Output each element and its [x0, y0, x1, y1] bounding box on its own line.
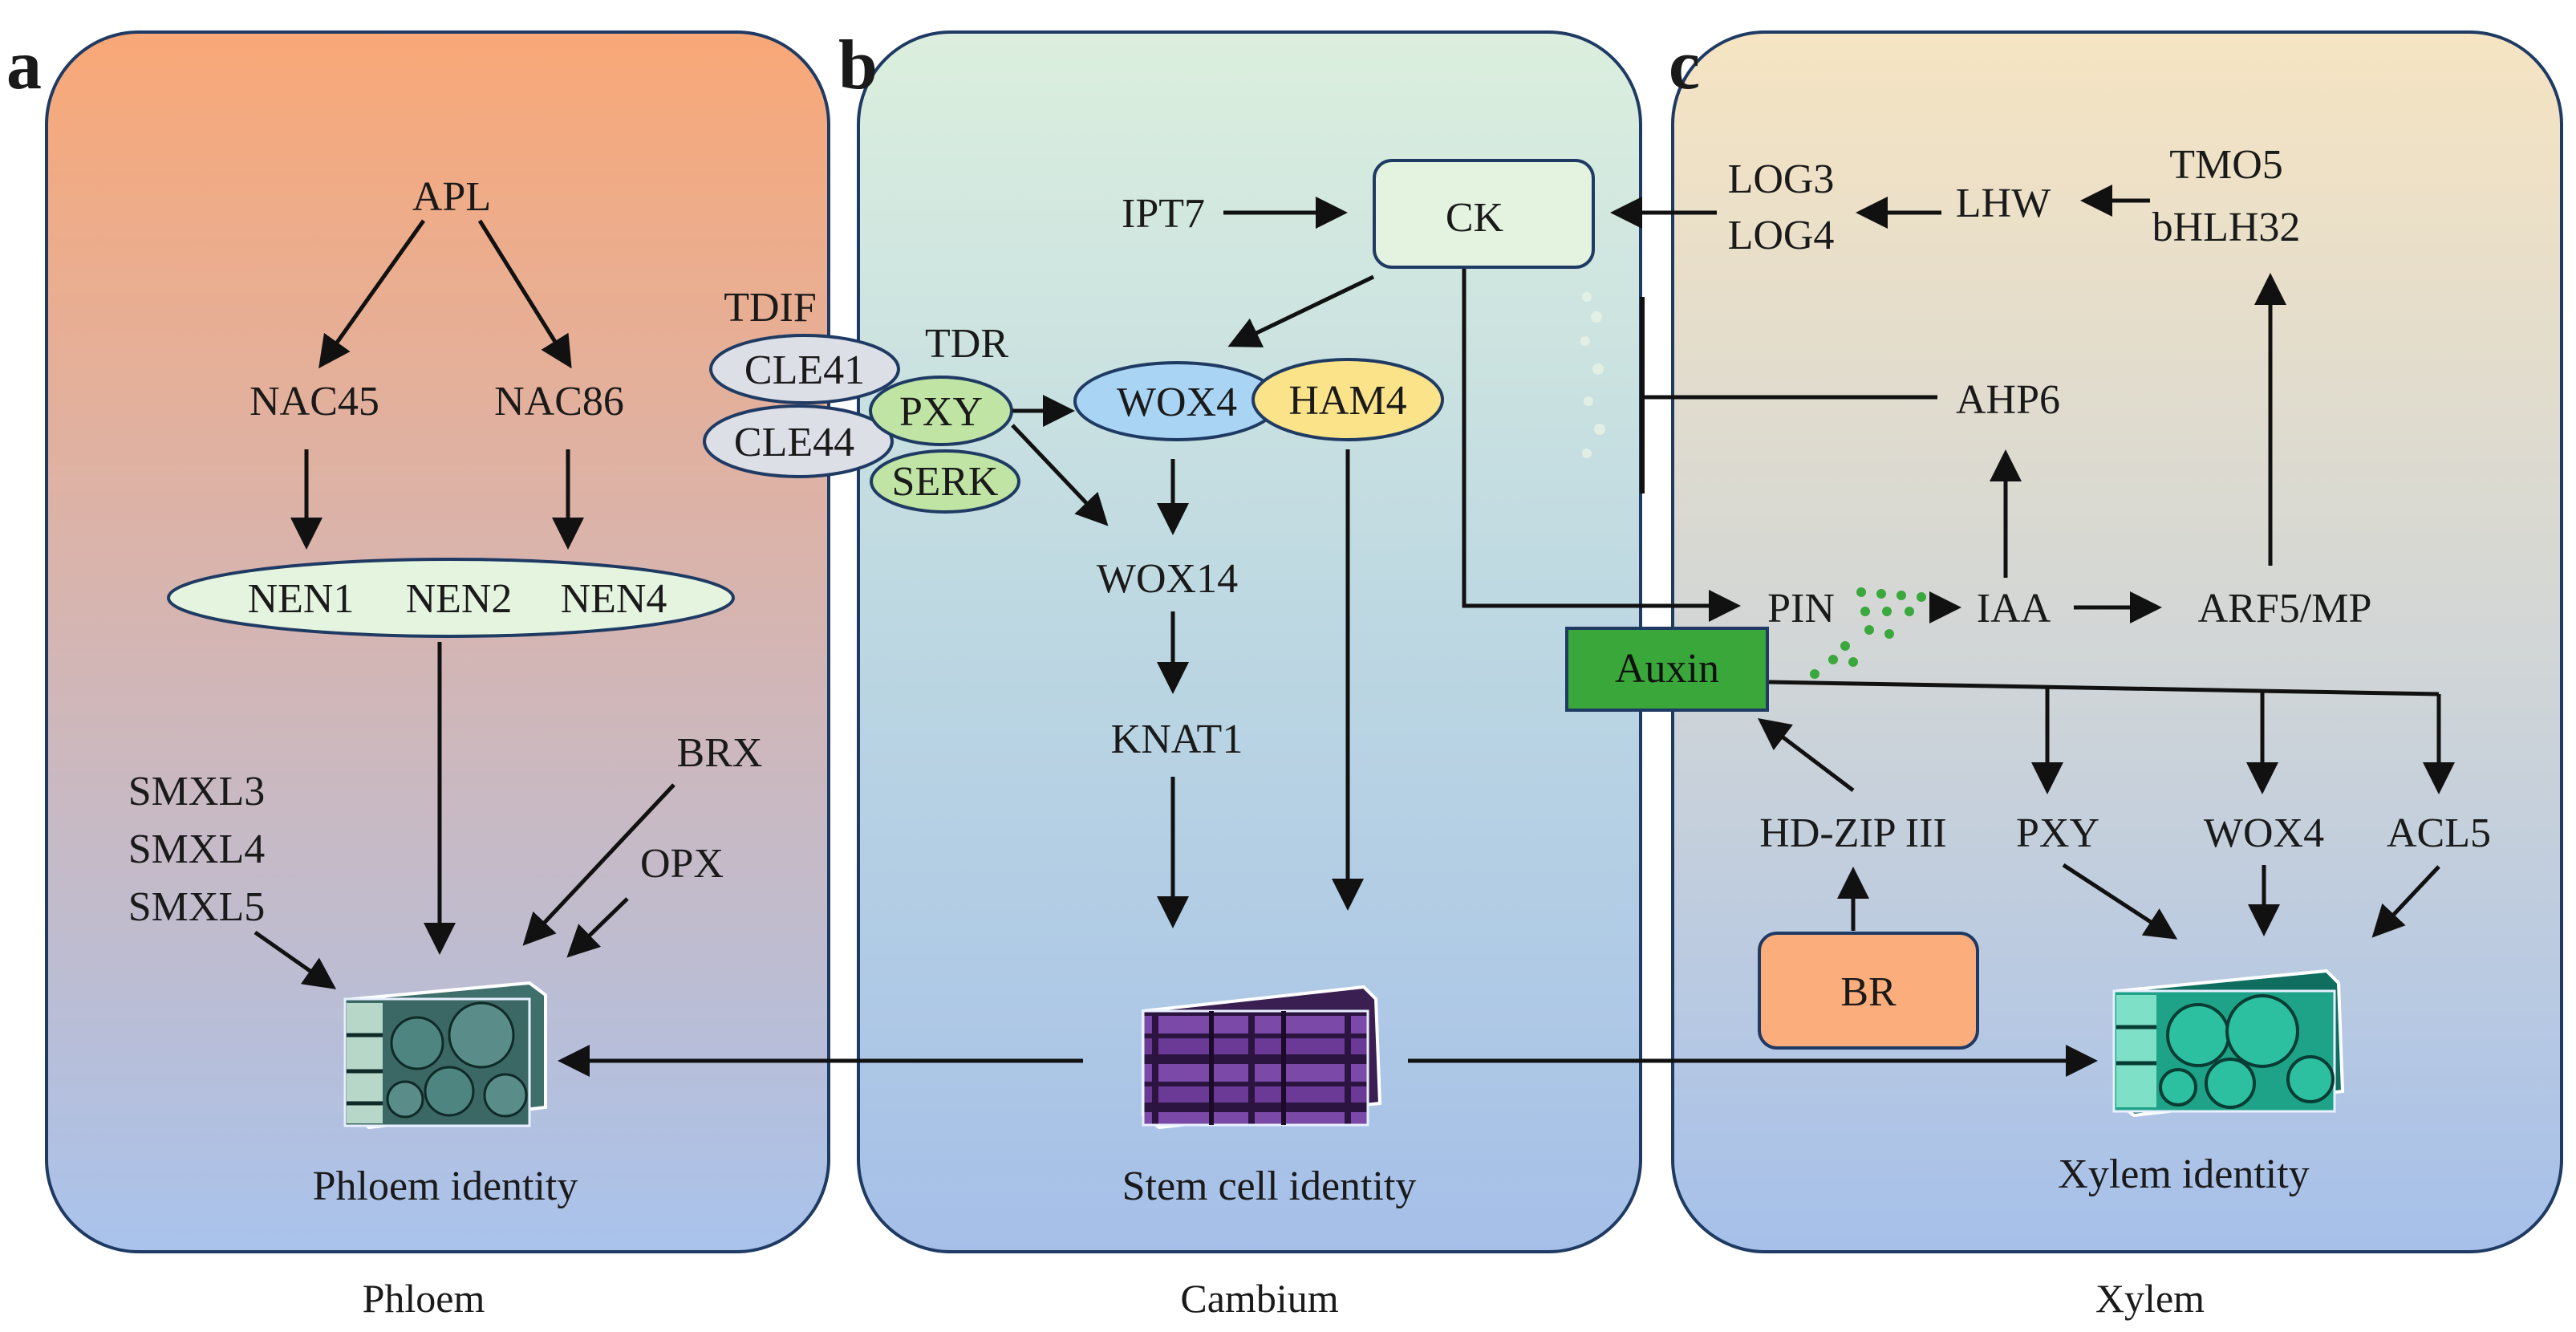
ham4-ellipse	[1251, 358, 1444, 441]
node-nen1: NEN1	[248, 576, 355, 622]
node-ipt7: IPT7	[1122, 191, 1205, 237]
node-brx: BRX	[677, 730, 763, 776]
edge-ck-pin	[1462, 269, 1741, 622]
node-ahp6: AHP6	[1956, 377, 2060, 423]
node-nen4: NEN4	[561, 576, 667, 622]
panel-letter-b: b	[838, 26, 878, 104]
edge-ck-wox4	[1227, 274, 1375, 347]
node-pin: PIN	[1767, 586, 1835, 631]
node-wox14: WOX14	[1097, 556, 1238, 602]
panel-letter-a: a	[6, 26, 42, 104]
node-wox4-c: WOX4	[2204, 810, 2324, 856]
stem-cell-identity-label: Stem cell identity	[1122, 1163, 1417, 1209]
edge-opx-phloem	[566, 897, 629, 958]
node-tdr: TDR	[925, 321, 1008, 367]
node-ham4: HAM4	[1288, 378, 1406, 424]
node-knat1: KNAT1	[1111, 717, 1243, 762]
node-nac86: NAC86	[494, 379, 624, 424]
node-pxy-c: PXY	[2016, 810, 2099, 856]
node-auxin: Auxin	[1615, 646, 1719, 692]
auxin-box	[1565, 627, 1769, 712]
node-cle44: CLE44	[734, 420, 854, 465]
cle44-ellipse	[703, 404, 894, 478]
auxin-flux-dots	[1810, 587, 1926, 679]
node-tmo5: TMO5	[2169, 142, 2283, 188]
region-label-cambium: Cambium	[1180, 1276, 1338, 1321]
xylem-tissue-image	[2112, 969, 2345, 1118]
edge-pxy-wox14	[1011, 424, 1109, 526]
node-arf5: ARF5/MP	[2198, 586, 2372, 631]
node-iaa: IAA	[1977, 586, 2051, 631]
ahp6-inhibition-haze	[1580, 292, 1605, 458]
edge-apl-nac86	[477, 219, 572, 369]
node-opx: OPX	[640, 841, 724, 887]
phloem-tissue-image	[343, 981, 547, 1130]
node-serk: SERK	[892, 459, 999, 505]
node-cle41: CLE41	[744, 347, 865, 393]
node-acl5: ACL5	[2387, 810, 2491, 856]
node-smxl3: SMXL3	[128, 769, 265, 814]
edge-acl5-xylem	[2371, 865, 2440, 938]
node-bhlh32: bHLH32	[2152, 205, 2301, 250]
region-label-xylem: Xylem	[2095, 1276, 2205, 1321]
xylem-identity-label: Xylem identity	[2058, 1151, 2309, 1197]
edge-apl-nac45	[318, 219, 426, 369]
edge-brx-phloem	[522, 783, 675, 946]
node-pxy-b: PXY	[899, 389, 983, 435]
node-smxl5: SMXL5	[128, 884, 265, 930]
pxy-ellipse	[869, 376, 1013, 446]
node-br: BR	[1840, 969, 1897, 1015]
ck-box	[1373, 159, 1595, 269]
edge-auxin-bus	[1768, 680, 2440, 696]
edge-pxy-xylem	[2062, 863, 2178, 940]
nen-complex-ellipse	[167, 558, 735, 638]
node-nen2: NEN2	[406, 576, 513, 622]
stem-cell-tissue-image	[1142, 985, 1382, 1130]
serk-ellipse	[870, 449, 1020, 514]
br-box	[1758, 932, 1979, 1050]
phloem-identity-label: Phloem identity	[313, 1163, 578, 1209]
node-nac45: NAC45	[249, 379, 379, 424]
edge-smxl-phloem	[254, 930, 337, 989]
panel-letter-c: c	[1669, 26, 1700, 104]
node-smxl4: SMXL4	[128, 826, 265, 872]
node-hdzip: HD-ZIP III	[1759, 810, 1946, 856]
node-lhw: LHW	[1956, 181, 2051, 226]
region-label-phloem: Phloem	[363, 1276, 485, 1321]
node-wox4-b: WOX4	[1117, 380, 1237, 425]
node-apl: APL	[412, 174, 491, 220]
cle41-ellipse	[709, 334, 900, 404]
node-log4: LOG4	[1728, 213, 1835, 258]
edge-hdzip-auxin	[1758, 717, 1855, 792]
node-ck: CK	[1446, 195, 1504, 241]
node-tdif: TDIF	[724, 285, 817, 331]
node-log3: LOG3	[1728, 156, 1835, 202]
